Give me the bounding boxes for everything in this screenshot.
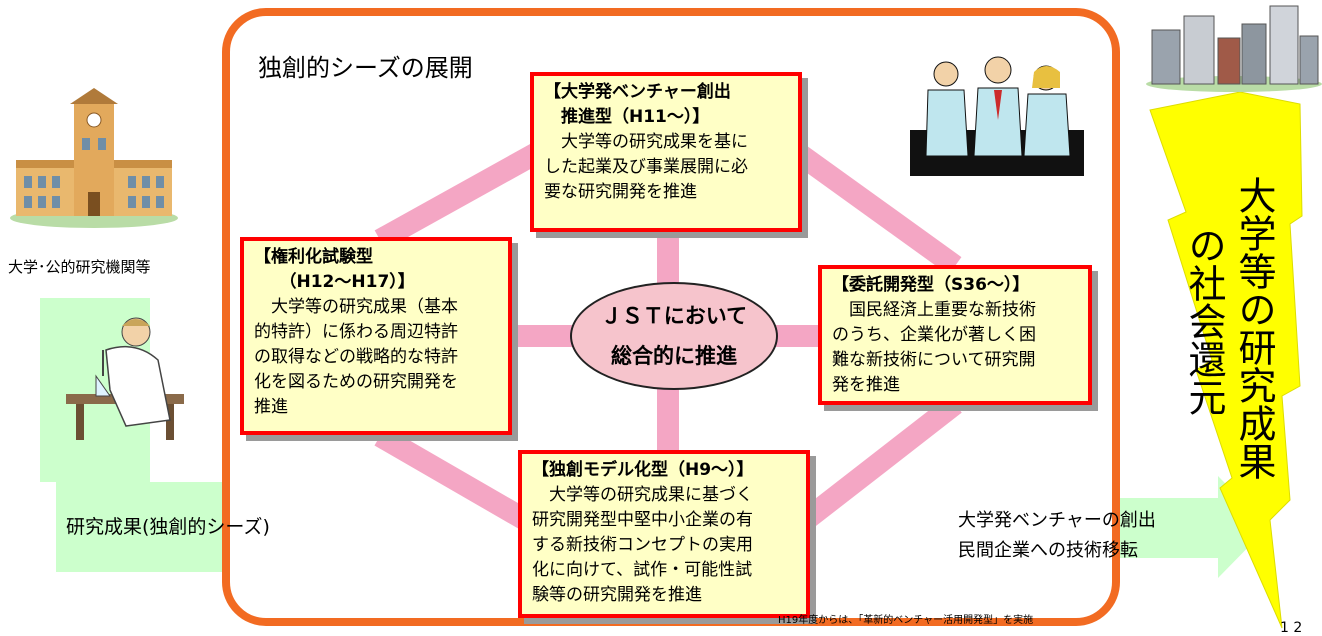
commissioned-development-heading: 【委託開発型（S36～）】: [832, 275, 1030, 295]
patent-trial-text: 大学等の研究成果（基本 的特許）に係わる周辺特許 の取得などの戦略的な特許 化を…: [254, 297, 458, 417]
page-number: 1 2: [1280, 620, 1303, 636]
footnote: H19年度からは、「革新的ベンチャー活用開発型」を実施: [778, 615, 1034, 626]
commissioned-development-box: 【委託開発型（S36～）】 国民経済上重要な新技術 のうち、企業化が著しく困 難…: [818, 265, 1092, 405]
diagram-title: 独創的シーズの展開: [258, 54, 473, 82]
venture-creation-box: 【大学発ベンチャー創出 推進型（H11～）】 大学等の研究成果を基に した起業及…: [530, 72, 802, 232]
businesspeople-meeting-icon: [910, 56, 1084, 176]
university-building-icon: [10, 88, 178, 228]
original-model-text: 大学等の研究成果に基づく 研究開発型中堅中小企業の有 する新技術コンセプトの実用…: [532, 485, 753, 605]
center-line-2: 総合的に推進: [611, 344, 737, 368]
jst-center-ellipse: ＪＳＴにおいて 総合的に推進: [570, 282, 778, 390]
seeds-label: 研究成果(独創的シーズ): [66, 516, 270, 538]
university-label: 大学･公的研究機関等: [8, 258, 151, 276]
patent-trial-box: 【権利化試験型 （H12～H17）】 大学等の研究成果（基本 的特許）に係わる周…: [240, 237, 512, 435]
scientist-with-flask-icon: [66, 317, 184, 440]
original-model-heading: 【独創モデル化型（H9～）】: [532, 460, 754, 480]
social-return-main-text: 大学等の研究成果: [1232, 176, 1276, 480]
city-buildings-icon: [1146, 5, 1322, 92]
venture-creation-heading: 【大学発ベンチャー創出 推進型（H11～）】: [544, 82, 731, 127]
commissioned-development-text: 国民経済上重要な新技術 のうち、企業化が著しく困 難な新技術について研究開 発を…: [832, 300, 1036, 395]
center-line-1: ＪＳＴにおいて: [600, 304, 748, 328]
venture-creation-text: 大学等の研究成果を基に した起業及び事業展開に必 要な研究開発を推進: [544, 132, 748, 202]
original-model-box: 【独創モデル化型（H9～）】 大学等の研究成果に基づく 研究開発型中堅中小企業の…: [518, 450, 810, 618]
tech-transfer-label: 大学発ベンチャーの創出 民間企業への技術移転: [958, 510, 1156, 561]
social-return-sub-text: の社会還元: [1182, 226, 1226, 416]
patent-trial-heading: 【権利化試験型 （H12～H17）】: [254, 247, 415, 292]
lightning-bolt-shape: [1149, 91, 1303, 629]
